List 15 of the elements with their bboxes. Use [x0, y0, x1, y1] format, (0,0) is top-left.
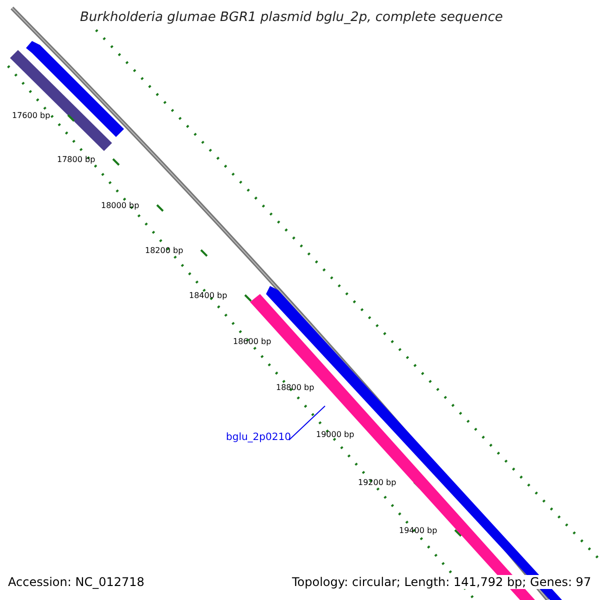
- tick-label: 18800 bp: [276, 383, 314, 392]
- tick-label: 18200 bp: [145, 246, 184, 255]
- tick-label: 19000 bp: [316, 430, 354, 439]
- tick-label: 18400 bp: [189, 291, 228, 300]
- tick-label: 18600 bp: [233, 337, 272, 346]
- tick-label: 19400 bp: [399, 526, 438, 535]
- map-title: Burkholderia glumae BGR1 plasmid bglu_2p, complete sequence: [80, 10, 503, 25]
- summary-text: Topology: circular; Length: 141,792 bp; Genes: 97: [292, 575, 592, 589]
- tick-label: 19200 bp: [358, 478, 396, 487]
- tick-label: 18000 bp: [101, 201, 140, 210]
- accession-text: Accession: NC_012718: [8, 575, 144, 589]
- gene-label: bglu_2p0210: [226, 432, 291, 443]
- tick-label: 17800 bp: [57, 155, 96, 164]
- leader-line: [288, 406, 326, 440]
- tick-label: 17600 bp: [12, 111, 50, 120]
